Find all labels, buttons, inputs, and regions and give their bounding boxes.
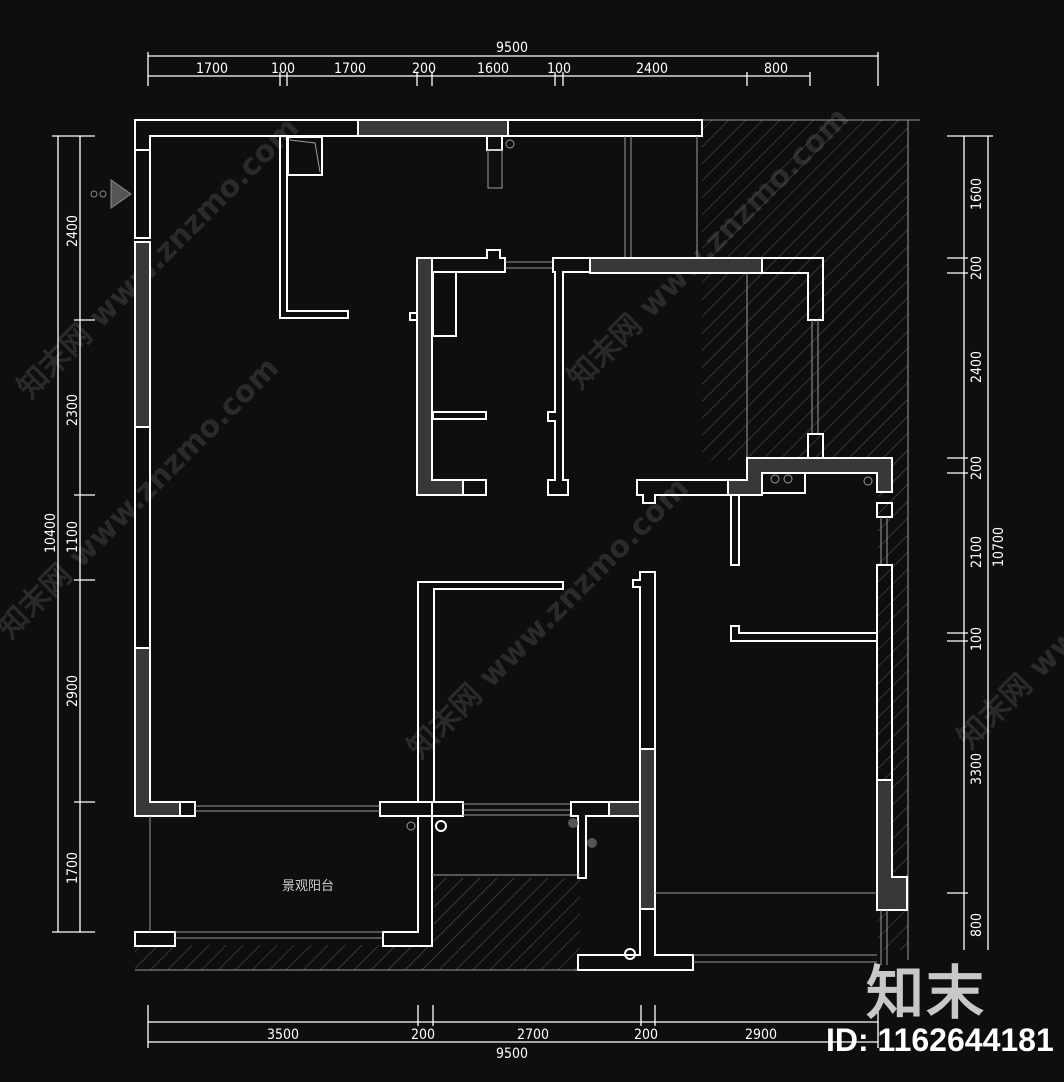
svg-text:2300: 2300 [65,394,81,426]
svg-text:1100: 1100 [65,521,81,553]
svg-text:200: 200 [969,456,985,480]
entrance-marker-icon [90,179,132,209]
svg-text:2400: 2400 [969,351,985,383]
svg-text:100: 100 [969,627,985,651]
svg-text:2400: 2400 [636,61,668,77]
svg-text:10700: 10700 [991,527,1007,567]
svg-text:10400: 10400 [43,513,59,553]
svg-text:1700: 1700 [334,61,366,77]
right-dimensions: 1600 200 2400 200 2100 100 3300 800 1070… [947,135,1007,950]
svg-text:3300: 3300 [969,753,985,785]
svg-text:9500: 9500 [496,40,528,56]
room-label-balcony: 景观阳台 [282,879,334,894]
svg-text:1600: 1600 [477,61,509,77]
image-id-label: ID: 1162644181 [826,1022,1054,1058]
brand-logo: 知末 [866,959,987,1027]
svg-text:9500: 9500 [496,1046,528,1062]
svg-text:800: 800 [969,913,985,937]
bottom-dimensions: 3500 200 2700 200 2900 9500 [147,1005,879,1062]
svg-text:1600: 1600 [969,178,985,210]
left-dimensions: 2400 2300 1100 2900 1700 10400 [43,135,95,933]
svg-text:800: 800 [764,61,788,77]
svg-text:200: 200 [969,256,985,280]
top-dimensions: 9500 1700 100 1700 200 1600 100 2400 800 [147,40,879,86]
svg-text:200: 200 [411,1027,435,1043]
svg-text:2900: 2900 [745,1027,777,1043]
svg-text:200: 200 [412,61,436,77]
svg-text:3500: 3500 [267,1027,299,1043]
svg-text:200: 200 [634,1027,658,1043]
interior-walls [149,135,908,971]
exterior-walls [134,119,703,947]
svg-text:100: 100 [271,61,295,77]
svg-text:1700: 1700 [65,852,81,884]
svg-text:2900: 2900 [65,675,81,707]
svg-text:知末网 www.znzmo.com: 知末网 www.znzmo.com [951,461,1064,756]
svg-text:2700: 2700 [517,1027,549,1043]
svg-text:2400: 2400 [65,215,81,247]
svg-text:知末网 www.znzmo.com: 知末网 www.znzmo.com [401,471,696,766]
hatched-areas [135,119,920,971]
svg-text:1700: 1700 [196,61,228,77]
svg-text:100: 100 [547,61,571,77]
svg-text:2100: 2100 [969,536,985,568]
